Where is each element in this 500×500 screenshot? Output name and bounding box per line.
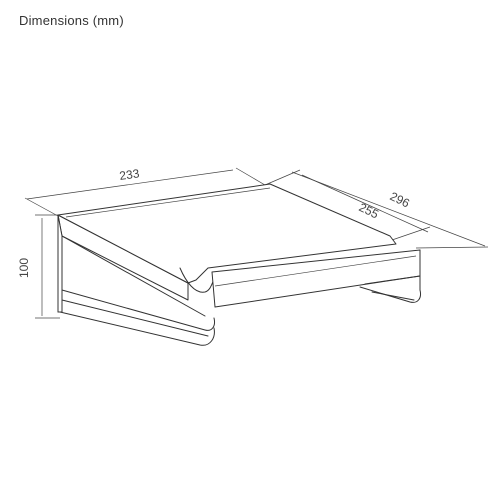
dimension-label-height: 100 <box>17 258 31 278</box>
dimension-width: 233 <box>24 166 266 217</box>
dimension-label-depth-outer: 296 <box>388 189 412 211</box>
laptop-stand <box>57 183 421 346</box>
diagram-title: Dimensions (mm) <box>19 13 124 28</box>
dimension-label-depth-inner: 255 <box>357 200 381 222</box>
dimension-label-width: 233 <box>118 166 140 183</box>
dimension-height: 100 <box>17 214 60 319</box>
